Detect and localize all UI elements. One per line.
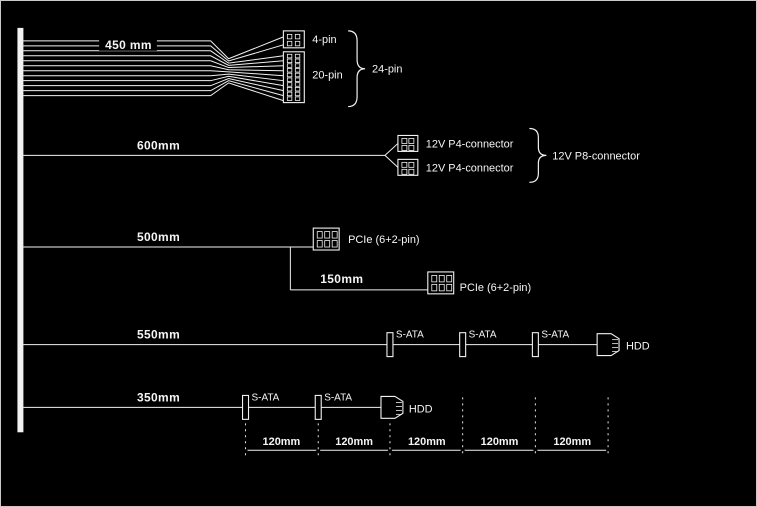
atx-4pin-connector: [282, 30, 305, 49]
cable2-length-label: 600mm: [137, 138, 180, 152]
measure-label-2: 120mm: [335, 436, 373, 448]
connector-label-pcie-bottom: PCIe (6+2-pin): [460, 282, 531, 294]
measure-label-4: 120mm: [481, 436, 519, 448]
cable1-length-label: 450 mm: [105, 38, 152, 52]
connector-label-sata-5: S-ATA: [324, 392, 352, 403]
connector-label-sata-3: S-ATA: [541, 330, 569, 341]
atx-24pin-cable: 450 mm 4-pin 20-pin 24-pin: [23, 30, 402, 108]
cable3-branch-length-label: 150mm: [320, 272, 363, 286]
pcie-connector-top: [312, 227, 340, 251]
connector-label-4pin: 4-pin: [312, 34, 336, 46]
p4-connector-top: [397, 134, 419, 152]
measure-label-1: 120mm: [263, 436, 301, 448]
group-label-24pin: 24-pin: [372, 64, 402, 76]
eps-12v-cable: 600mm 12V P4-connector 12V P4-connector …: [23, 127, 640, 183]
hdd-connector-2: [380, 395, 404, 419]
connector-label-pcie-top: PCIe (6+2-pin): [348, 234, 419, 246]
psu-body-bar: [17, 27, 24, 433]
sata-connector-1: [386, 332, 394, 358]
measure-label-5: 120mm: [553, 436, 591, 448]
connector-label-p4-top: 12V P4-connector: [426, 138, 514, 150]
sata-connector-4: [241, 394, 250, 420]
connector-label-sata-2: S-ATA: [469, 330, 497, 341]
cable5-length-label: 350mm: [137, 390, 180, 404]
measure-label-3: 120mm: [408, 436, 446, 448]
sata-cable-550: 550mm S-ATA S-ATA S-ATA HDD: [23, 328, 650, 358]
connector-label-20pin: 20-pin: [312, 70, 342, 82]
sata-cable-350: 350mm S-ATA S-ATA HDD: [23, 390, 433, 420]
group-label-p8: 12V P8-connector: [552, 150, 640, 162]
connector-label-hdd-2: HDD: [409, 403, 433, 415]
connector-label-hdd-1: HDD: [626, 341, 650, 353]
sata-connector-2: [459, 332, 467, 358]
cable3-length-label: 500mm: [137, 230, 180, 244]
pcie-connector-bottom: [427, 271, 455, 295]
atx-20pin-connector: [282, 51, 305, 104]
p4-connector-bottom: [397, 158, 419, 176]
connector-label-p4-bottom: 12V P4-connector: [426, 162, 514, 174]
brace-24pin: [348, 30, 366, 108]
brace-p8: [529, 127, 547, 183]
connector-label-sata-1: S-ATA: [396, 330, 424, 341]
label-backing: [99, 35, 157, 51]
cable4-length-label: 550mm: [137, 328, 180, 342]
connector-label-sata-4: S-ATA: [252, 392, 280, 403]
sata-connector-3: [531, 332, 539, 358]
measurement-grid: 120mm 120mm 120mm 120mm 120mm: [245, 397, 609, 456]
hdd-connector-1: [596, 333, 620, 357]
sata-connector-5: [314, 394, 322, 420]
pcie-cable: 500mm 150mm PCIe (6+2-pin) PCIe (6+2-pin…: [23, 227, 531, 295]
